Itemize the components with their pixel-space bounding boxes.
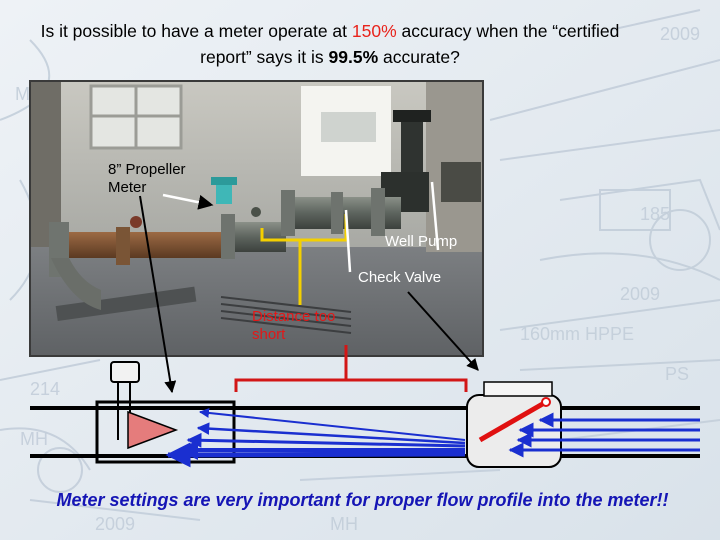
title-text-middle: accuracy when the “certified report” say… (200, 21, 620, 67)
svg-text:MH: MH (330, 514, 358, 534)
svg-text:2009: 2009 (660, 24, 700, 44)
label-check-valve: Check Valve (358, 269, 442, 286)
svg-text:160mm HPPE: 160mm HPPE (520, 324, 634, 344)
label-propeller-meter: 8” Propeller Meter (108, 161, 186, 196)
svg-text:185: 185 (640, 204, 670, 224)
svg-text:2009: 2009 (620, 284, 660, 304)
label-distance-too-short: Distance too short (252, 308, 336, 343)
title-percent-99-5: 99.5% (328, 47, 379, 67)
slide-title: Is it possible to have a meter operate a… (20, 18, 640, 70)
title-text-start: Is it possible to have a meter operate a… (40, 21, 352, 41)
label-well-pump: Well Pump (385, 233, 458, 250)
pump-room-photo (29, 80, 484, 357)
caption-text: Meter settings are very important for pr… (56, 490, 669, 510)
svg-text:214: 214 (30, 379, 60, 399)
title-percent-150: 150% (351, 21, 397, 41)
title-text-end: accurate? (378, 47, 460, 67)
svg-text:2009: 2009 (95, 514, 135, 534)
svg-text:PS: PS (665, 364, 689, 384)
svg-text:MH: MH (20, 429, 48, 449)
pump-room-illustration (31, 82, 482, 355)
